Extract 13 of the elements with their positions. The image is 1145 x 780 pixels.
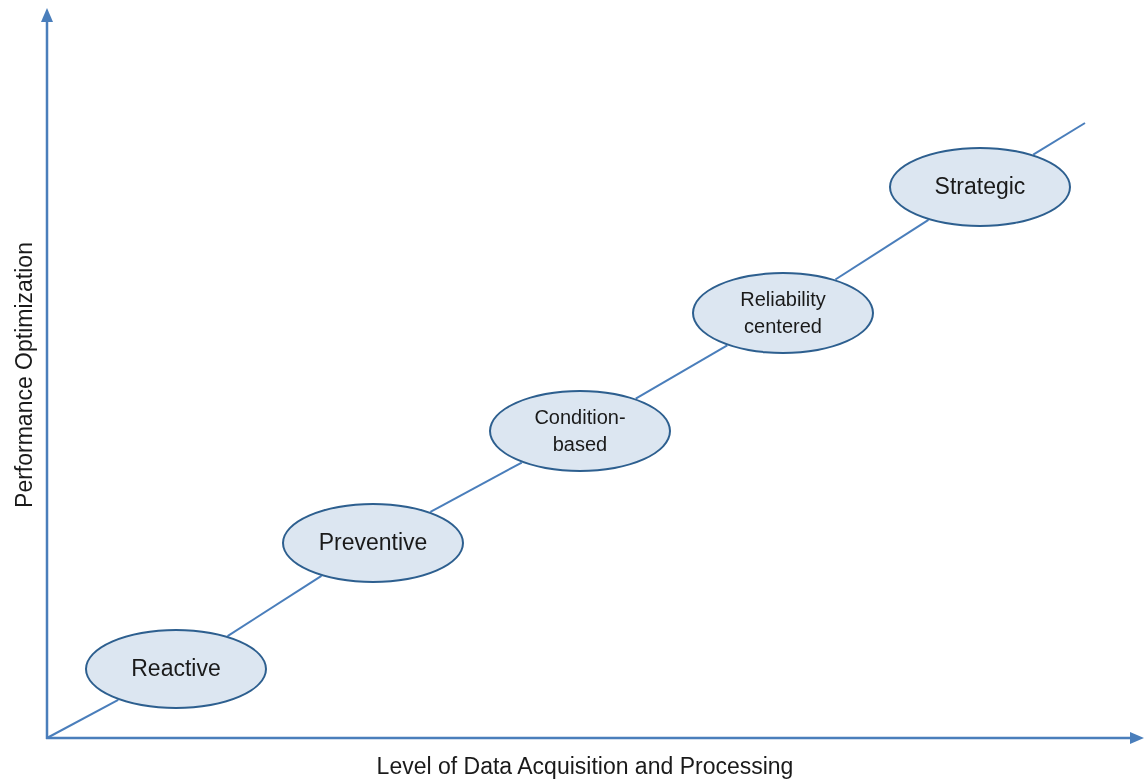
connector-line [834, 218, 930, 281]
connector-line [226, 574, 323, 638]
connector-line [1032, 122, 1086, 156]
stage-label: Strategic [934, 172, 1026, 202]
stage-label: Condition- based [533, 405, 627, 457]
stage-label: Preventive [318, 528, 428, 558]
stage-label: Reactive [131, 654, 221, 684]
connector-line [46, 698, 120, 739]
connector-line [634, 344, 729, 400]
y-axis-title: Performance Optimization [10, 242, 38, 508]
x-axis-title: Level of Data Acquisition and Processing [376, 752, 794, 780]
stage-label: Reliability centered [739, 287, 827, 339]
connector-line [429, 461, 523, 513]
